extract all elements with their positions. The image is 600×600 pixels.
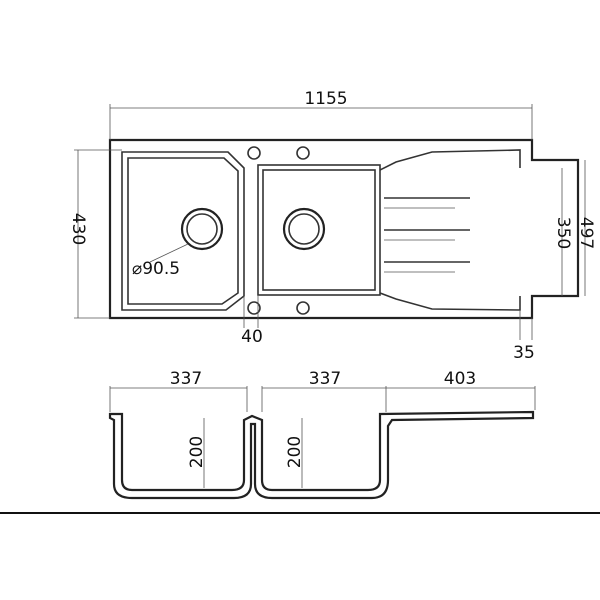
dim-bowl-gap: 40 bbox=[241, 327, 263, 347]
top-view: 1155 430 350 497 ⌀90.5 40 35 bbox=[68, 89, 596, 363]
sink-section-profile bbox=[108, 410, 535, 500]
dim-drainer-depth: 350 bbox=[553, 217, 573, 249]
dim-bowl2-depth: 200 bbox=[285, 436, 305, 468]
right-bowl-inner bbox=[262, 169, 376, 291]
dimension-lines-section bbox=[109, 386, 536, 488]
dim-bowl1-width: 337 bbox=[170, 369, 202, 389]
dim-overall-depth: 497 bbox=[576, 217, 596, 249]
section-view: 337 337 403 200 200 bbox=[108, 369, 536, 500]
drainer-board bbox=[379, 149, 521, 311]
dim-bowl2-width: 337 bbox=[309, 369, 341, 389]
right-waste-drain-icon bbox=[282, 207, 326, 251]
dim-bowl1-depth: 200 bbox=[187, 436, 207, 468]
left-bowl-inner bbox=[127, 157, 239, 305]
dim-waste-diameter: ⌀90.5 bbox=[132, 259, 180, 279]
left-waste-drain-icon bbox=[180, 207, 224, 251]
dim-overall-length: 1155 bbox=[304, 89, 347, 109]
dim-depth: 430 bbox=[68, 213, 88, 245]
right-bowl-outer bbox=[257, 164, 381, 296]
dimension-lines-top bbox=[74, 104, 586, 340]
sink-outline-top bbox=[108, 138, 580, 320]
tap-holes bbox=[247, 146, 310, 315]
dim-drainer-offset: 35 bbox=[513, 343, 535, 363]
dim-drainer-width: 403 bbox=[444, 369, 476, 389]
